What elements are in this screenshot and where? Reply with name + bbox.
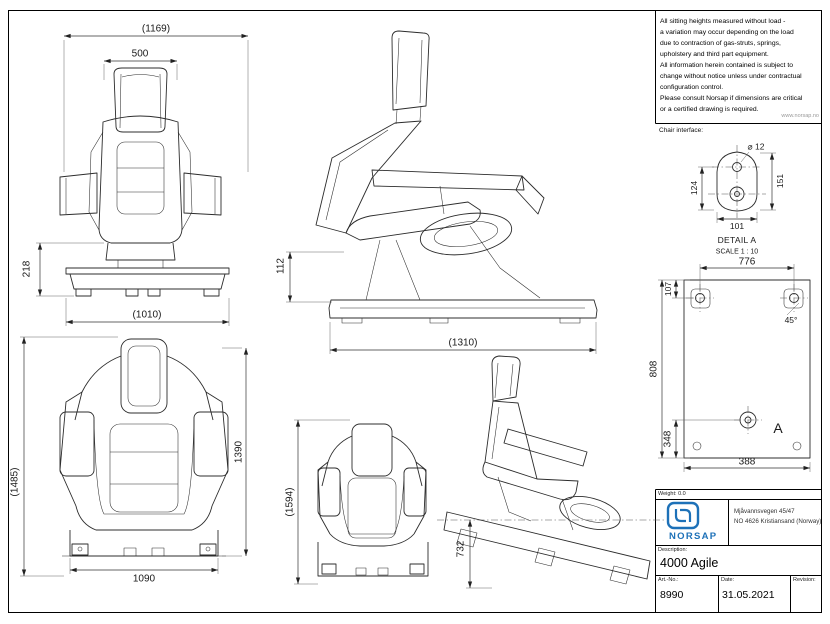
side-view-drawing: [315, 30, 598, 324]
dim-topview-b-overall-depth: (1594): [284, 487, 296, 517]
dim-side-overall-length: (1310): [448, 337, 478, 349]
dim-topview-overall-depth: (1485): [9, 467, 21, 497]
date-value: 31.05.2021: [722, 589, 775, 601]
note-line: Please consult Norsap if dimensions are …: [660, 95, 803, 102]
note-line: or a certified drawing is required.: [660, 106, 759, 113]
date-label: Date:: [721, 577, 735, 583]
note-line: upholstery and third part equipment.: [660, 51, 769, 58]
dim-interface-hole-dia: ⌀ 12: [747, 141, 765, 152]
note-line: All information herein contained is subj…: [660, 62, 793, 69]
dim-topview-body-depth: 1390: [233, 440, 245, 464]
dim-interface-left: 124: [689, 180, 699, 196]
dim-interface-bottom: 101: [729, 221, 745, 231]
reclined-view-drawing: [443, 355, 651, 585]
sheet-frame: [8, 10, 822, 613]
front-view-dimensions: [36, 33, 249, 326]
dim-front-overall-width: (1169): [141, 23, 171, 35]
dim-footprint-hole-spacing: 776: [738, 256, 756, 268]
chair-interface-centerlines: [708, 145, 766, 218]
top-view-b-dimensions: [294, 419, 350, 585]
top-view-drawing: [59, 338, 229, 557]
footprint-dimensions: [658, 264, 811, 472]
dim-interface-right: 151: [775, 173, 785, 189]
front-view-drawing: [59, 67, 230, 297]
dim-front-headrest-width: 500: [131, 48, 149, 60]
dim-side-frame-height: 112: [275, 258, 287, 274]
footprint-drawing: [683, 279, 811, 459]
description-value: 4000 Agile: [660, 556, 719, 570]
dim-footprint-hole-offset-x: 388: [738, 456, 756, 468]
footprint-detail-label: A: [773, 420, 783, 436]
company-address-line2: NO 4626 Kristiansand (Norway): [734, 518, 822, 525]
revision-label: Revision:: [793, 577, 816, 583]
dim-footprint-hole-offset-top: 107: [663, 281, 673, 297]
art-no-label: Art.-No.:: [658, 577, 679, 583]
dim-footprint-plate-height: 808: [648, 360, 660, 378]
detail-a-scale: SCALE 1 : 10: [715, 248, 759, 256]
note-line: a variation may occur depending on the l…: [660, 29, 794, 36]
note-line: All sitting heights measured without loa…: [660, 18, 786, 25]
chair-interface-dimensions: [698, 151, 776, 223]
top-view-b-drawing: [317, 423, 429, 577]
side-view-dimensions: [286, 251, 597, 354]
weight-field: Weight: 0.0: [658, 491, 686, 497]
chair-interface-label: Chair interface:: [659, 127, 704, 134]
note-line: configuration control.: [660, 84, 724, 91]
company-address-line1: Mjåvannsvegen 45/47: [734, 508, 795, 515]
norsap-logo-icon: [666, 501, 700, 530]
dim-reclined-height: 732: [455, 540, 467, 558]
norsap-logo-text: NORSAP: [669, 531, 718, 542]
dim-footprint-chamfer-angle: 45°: [784, 315, 798, 325]
art-no-value: 8990: [660, 589, 684, 601]
notes-block: All sitting heights measured without loa…: [660, 16, 802, 115]
note-line: due to contraction of gas-struts, spring…: [660, 40, 781, 47]
reclined-view-dimensions: [466, 520, 492, 589]
footprint-centerlines: [686, 284, 808, 434]
website-note: www.norsap.no: [781, 113, 819, 119]
dim-front-base-height: 218: [21, 260, 33, 278]
top-view-dimensions: [20, 336, 249, 577]
detail-a-title: DETAIL A: [717, 235, 757, 245]
dim-topview-plate-width: 1090: [132, 573, 156, 585]
dim-front-base-width: (1010): [132, 309, 162, 321]
note-line: change without notice unless under contr…: [660, 73, 802, 80]
dim-footprint-hole-offset-bottom: 348: [662, 430, 674, 448]
description-label: Description:: [658, 547, 688, 553]
